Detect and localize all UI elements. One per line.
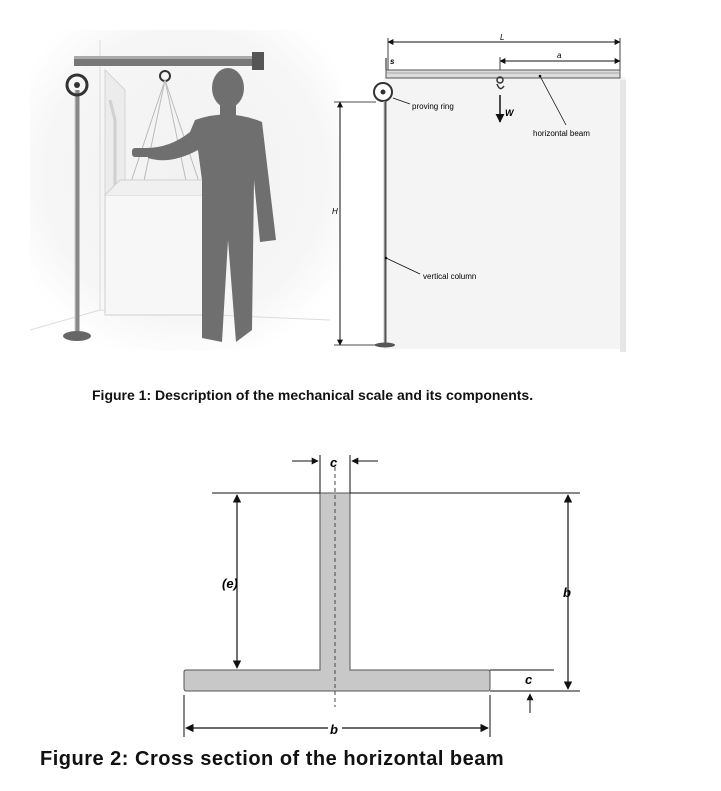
person-silhouette	[132, 68, 276, 342]
label-s: s	[390, 57, 395, 66]
scale-schematic: L a s proving ring W horizontal beam ver…	[328, 30, 638, 360]
scale-illustration-svg	[29, 30, 340, 350]
scale-schematic-svg: L a s proving ring W horizontal beam ver…	[332, 33, 626, 352]
label-W: W	[505, 108, 515, 118]
figure-2-caption: Figure 2: Cross section of the horizonta…	[40, 748, 505, 770]
label-horizontal-beam: horizontal beam	[533, 129, 590, 138]
label-proving-ring: proving ring	[412, 102, 454, 111]
hook	[496, 76, 504, 84]
t-section-shape	[183, 492, 491, 692]
beam-cross-section-svg: c (e) b c b	[183, 455, 580, 737]
column-foot	[375, 342, 395, 348]
schematic-background	[384, 77, 626, 349]
load-box	[104, 194, 216, 316]
label-a: a	[557, 51, 562, 60]
label-b-right: b	[563, 585, 571, 600]
label-H: H	[332, 207, 338, 216]
label-e: (e)	[222, 576, 238, 591]
label-b-bottom: b	[330, 722, 338, 737]
figure-1-caption: Figure 1: Description of the mechanical …	[92, 387, 534, 403]
label-c-right: c	[525, 672, 533, 687]
column-base	[63, 331, 91, 341]
label-vertical-column: vertical column	[423, 272, 476, 281]
horizontal-beam-photo	[74, 56, 260, 66]
horizontal-beam	[385, 69, 621, 79]
beam-cross-section: c (e) b c b	[170, 445, 600, 745]
label-c-top: c	[330, 455, 338, 470]
scale-illustration	[29, 30, 340, 350]
label-L: L	[500, 33, 504, 42]
proving-ring-photo	[65, 73, 89, 97]
